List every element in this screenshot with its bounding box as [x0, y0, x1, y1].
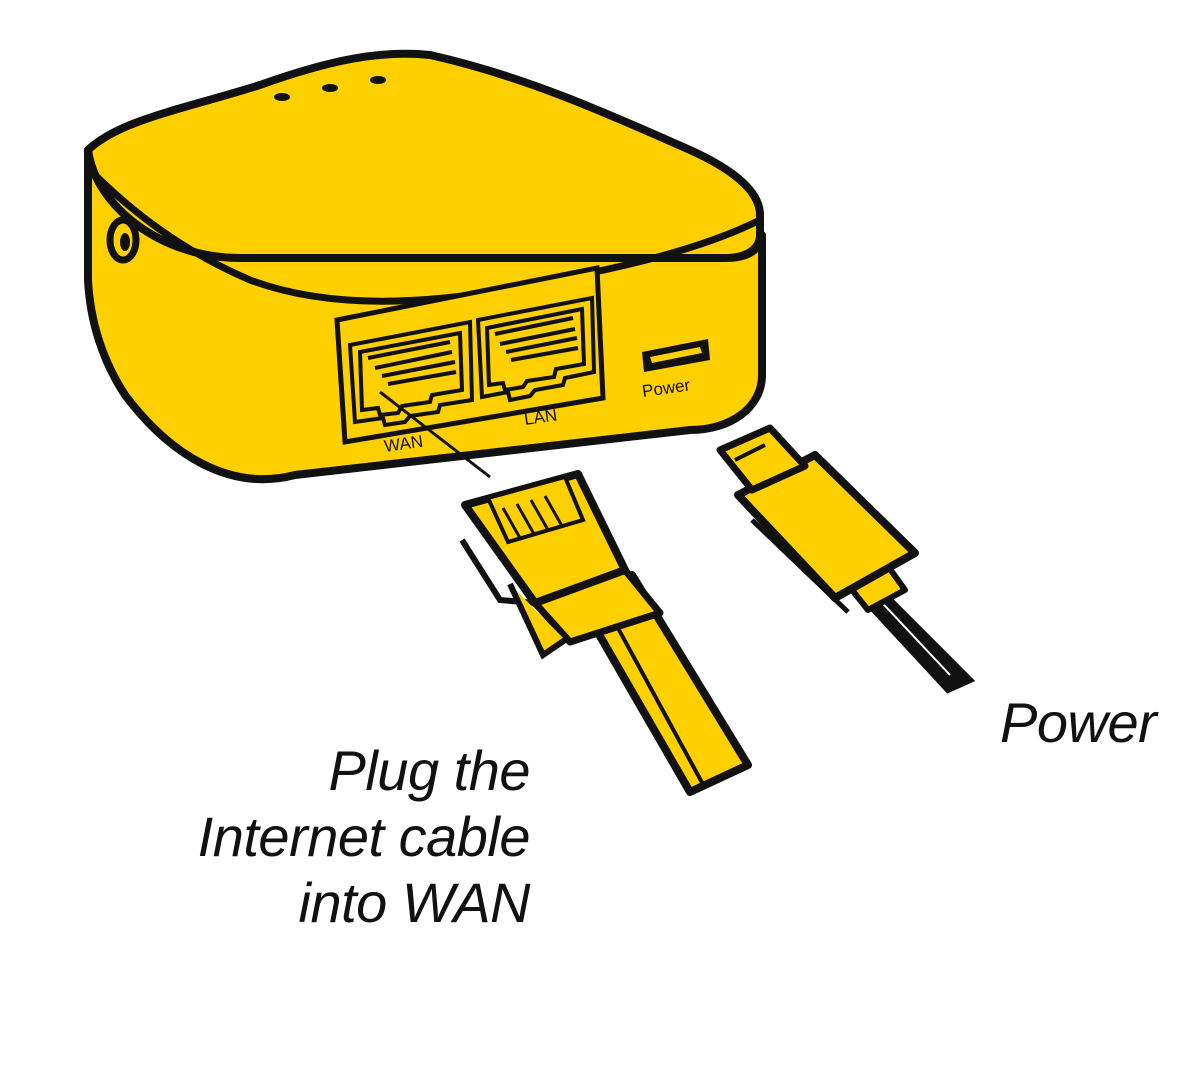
power-cable	[716, 424, 976, 694]
reset-button-hole	[120, 233, 130, 251]
ethernet-cable	[459, 470, 752, 796]
power-port-icon	[642, 339, 710, 372]
led-indicator-3	[370, 76, 386, 84]
wan-instruction: Plug the Internet cable into WAN	[110, 738, 531, 936]
led-indicator-1	[274, 93, 290, 101]
power-instruction: Power	[1000, 691, 1157, 754]
wan-instruction-line-3: into WAN	[298, 871, 531, 934]
router-top-surface	[84, 49, 764, 262]
wan-instruction-line-2: Internet cable	[197, 805, 531, 868]
lan-port-label: LAN	[523, 406, 558, 429]
wan-instruction-line-1: Plug the	[328, 739, 531, 802]
lan-port-icon	[475, 295, 597, 403]
wan-guide-line	[379, 390, 491, 479]
led-indicator-2	[322, 84, 338, 92]
router: WAN LAN Power	[84, 49, 766, 483]
router-edge-line	[87, 167, 762, 305]
